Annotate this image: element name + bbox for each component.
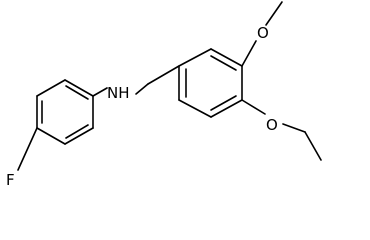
bond-ring2-b xyxy=(210,48,243,67)
bond-ring2-a xyxy=(178,48,212,67)
bond-c-f xyxy=(17,127,38,171)
bond-ring1-f xyxy=(36,79,66,97)
bond-n-ch2 xyxy=(135,83,149,95)
fluorine-label: F xyxy=(6,171,15,189)
molecule-drawing: NH F O O xyxy=(6,1,322,189)
bond-ring2-double-1 xyxy=(210,55,237,71)
bond-ring2-e xyxy=(178,99,212,118)
bond-ring1-n xyxy=(92,87,108,97)
fluorophenyl-ring xyxy=(36,79,94,145)
structure-diagram: NH F O O xyxy=(6,1,322,189)
oxygen-ethoxy-label: O xyxy=(266,116,278,134)
bond-ring2-o-methoxy xyxy=(241,40,257,67)
bond-ring1-a xyxy=(64,79,94,97)
bond-ring1-double-2 xyxy=(65,124,89,139)
bond-ring2-o-ethoxy xyxy=(241,99,266,115)
dialkoxyphenyl-ring xyxy=(178,48,243,118)
nitrogen-label: NH xyxy=(107,84,130,102)
oxygen-methoxy-label: O xyxy=(257,24,269,42)
bond-ethyl-ch3 xyxy=(304,131,322,161)
bond-o-methyl xyxy=(265,1,283,26)
bond-ring1-d xyxy=(36,127,66,145)
bond-ch2-ring2 xyxy=(147,65,180,85)
bond-ring2-d xyxy=(210,99,243,118)
bond-o-ch2-ethyl xyxy=(282,123,306,133)
bond-ring1-double-1 xyxy=(65,85,89,100)
bond-ring2-double-2 xyxy=(210,95,237,111)
bond-ring1-c xyxy=(64,127,94,145)
